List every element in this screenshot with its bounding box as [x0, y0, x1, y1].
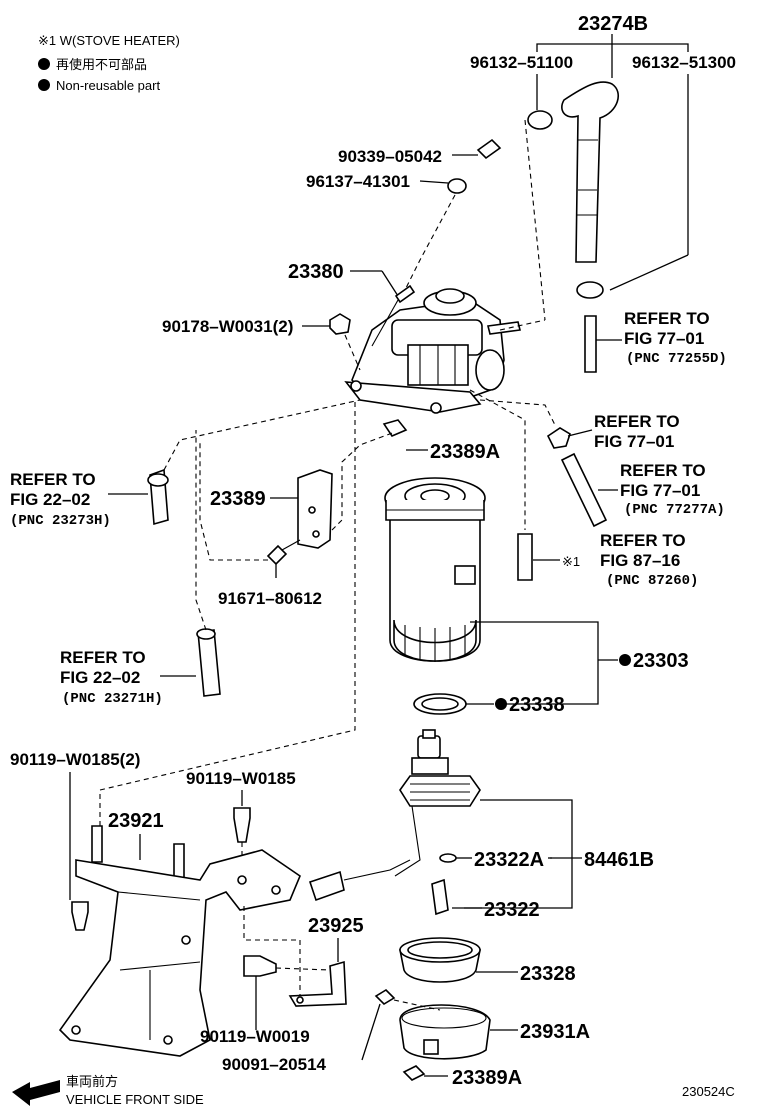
label-90119-W0185[interactable]: 90119–W0185	[186, 769, 296, 788]
refer-23273H: REFER TO FIG 22–02 (PNC 23273H)	[10, 399, 361, 529]
ref4-line1[interactable]: REFER TO	[600, 531, 686, 550]
label-23380[interactable]: 23380	[288, 261, 344, 283]
ref5-pnc: (PNC 23273H)	[10, 513, 111, 529]
label-96137-41301[interactable]: 96137–41301	[306, 172, 410, 191]
bolt-icon	[266, 544, 288, 566]
hose-clip-icon	[576, 281, 604, 299]
legend: ※1 W(STOVE HEATER) 再使用不可部品 Non-reusable …	[38, 33, 180, 93]
nonreuse-bullet-icon	[38, 79, 50, 91]
label-90119-W0019[interactable]: 90119–W0019	[200, 1027, 310, 1046]
label-91671-80612[interactable]: 91671–80612	[218, 589, 322, 608]
ref6-line2[interactable]: FIG 22–02	[60, 668, 140, 687]
oring-23338: 23338	[413, 693, 565, 716]
label-23328[interactable]: 23328	[520, 963, 576, 985]
bracket-23921: 90119–W0185(2) 90119–W0185 23921	[10, 400, 356, 1057]
direction-en: VEHICLE FRONT SIDE	[66, 1092, 204, 1107]
ref6-pnc: (PNC 23271H)	[62, 691, 163, 707]
label-23931A[interactable]: 23931A	[520, 1021, 590, 1043]
label-23322[interactable]: 23322	[484, 899, 540, 921]
label-96132-51100[interactable]: 96132–51100	[470, 53, 573, 72]
bracket-23925: 23925 90119–W0019	[200, 906, 364, 1046]
ref1-line1[interactable]: REFER TO	[624, 309, 710, 328]
bracket-23389: 23389 91671–80612	[199, 431, 396, 608]
label-90178-W0031[interactable]: 90178–W0031(2)	[162, 317, 293, 336]
clip-icon	[447, 178, 467, 194]
bolt-icon	[243, 955, 277, 977]
label-90339-05042[interactable]: 90339–05042	[338, 147, 442, 166]
label-23274B[interactable]: 23274B	[578, 13, 648, 35]
label-23338[interactable]: 23338	[509, 694, 565, 716]
hose-clip-icon	[527, 110, 553, 130]
clip-23389A-top: 23389A	[382, 419, 500, 463]
bolt-icon	[233, 807, 251, 843]
sensor-84461B: 84461B 23322A 23322	[308, 729, 654, 921]
stud-icon	[173, 843, 185, 881]
cap-and-clip: 90339–05042 96137–41301	[306, 119, 546, 321]
refer-77255D: REFER TO FIG 77–01 (PNC 77255D)	[584, 309, 727, 373]
clamp-23931A: 23931A 90091–20514 23389A	[222, 988, 590, 1089]
ref5-line2[interactable]: FIG 22–02	[10, 490, 90, 509]
ref4-line2[interactable]: FIG 87–16	[600, 551, 680, 570]
direction-jp: 車両前方	[66, 1074, 118, 1089]
nonreuse-bullet-icon	[38, 58, 50, 70]
refer-23271H: REFER TO FIG 22–02 (PNC 23271H)	[60, 430, 221, 707]
figure-id: 230524C	[682, 1084, 735, 1099]
refer-77277A: REFER TO FIG 77–01 (PNC 77277A)	[560, 452, 725, 528]
nonreuse-mark-icon	[495, 698, 507, 710]
ref6-line1[interactable]: REFER TO	[60, 648, 146, 667]
ref2-line2[interactable]: FIG 77–01	[594, 432, 674, 451]
legend-stove-note: ※1 W(STOVE HEATER)	[38, 33, 180, 48]
clip-icon	[402, 1065, 426, 1081]
bolt-icon	[71, 901, 89, 931]
label-90091-20514[interactable]: 90091–20514	[222, 1055, 327, 1074]
footer: 車両前方 VEHICLE FRONT SIDE 230524C	[12, 1074, 735, 1107]
refer-77-01-clip: REFER TO FIG 77–01	[479, 399, 680, 451]
filter-head-23380: 23380 90178–W0031(2)	[162, 261, 546, 414]
ref1-line2[interactable]: FIG 77–01	[624, 329, 704, 348]
label-23389A-top[interactable]: 23389A	[430, 441, 500, 463]
label-96132-51300[interactable]: 96132–51300	[632, 53, 736, 72]
legend-nonreuse-jp: 再使用不可部品	[56, 57, 147, 72]
seal-icon	[439, 853, 457, 863]
label-23303[interactable]: 23303	[633, 650, 689, 672]
hose-assembly-23274B: 23274B 96132–51100 96132–51300	[470, 13, 736, 299]
ref1-pnc: (PNC 77255D)	[626, 351, 727, 367]
bowl-23328: 23328	[399, 937, 576, 985]
label-84461B[interactable]: 84461B	[584, 849, 654, 871]
nut-icon	[329, 313, 351, 335]
ref2-line1[interactable]: REFER TO	[594, 412, 680, 431]
bolt-icon	[374, 988, 396, 1006]
label-23389[interactable]: 23389	[210, 488, 266, 510]
label-90119-W0185-2[interactable]: 90119–W0185(2)	[10, 750, 140, 769]
ref4-pnc: (PNC 87260)	[606, 573, 698, 589]
ref5-line1[interactable]: REFER TO	[10, 470, 96, 489]
label-23322A[interactable]: 23322A	[474, 849, 544, 871]
label-23389A-bottom[interactable]: 23389A	[452, 1067, 522, 1089]
ref3-pnc: (PNC 77277A)	[624, 502, 725, 518]
nonreuse-mark-icon	[619, 654, 631, 666]
label-23925[interactable]: 23925	[308, 915, 364, 937]
ref3-line1[interactable]: REFER TO	[620, 461, 706, 480]
cap-icon	[476, 138, 502, 160]
refer-87260: ※1 REFER TO FIG 87–16 (PNC 87260)	[469, 389, 698, 589]
ref3-line2[interactable]: FIG 77–01	[620, 481, 700, 500]
legend-nonreuse-en: Non-reusable part	[56, 78, 160, 93]
ref4-mark: ※1	[562, 554, 580, 569]
plug-icon	[431, 878, 449, 916]
stud-icon	[91, 825, 103, 863]
front-arrow-icon	[12, 1080, 60, 1106]
fuel-filter-23303: 23303	[384, 477, 689, 705]
label-23921[interactable]: 23921	[108, 810, 164, 832]
